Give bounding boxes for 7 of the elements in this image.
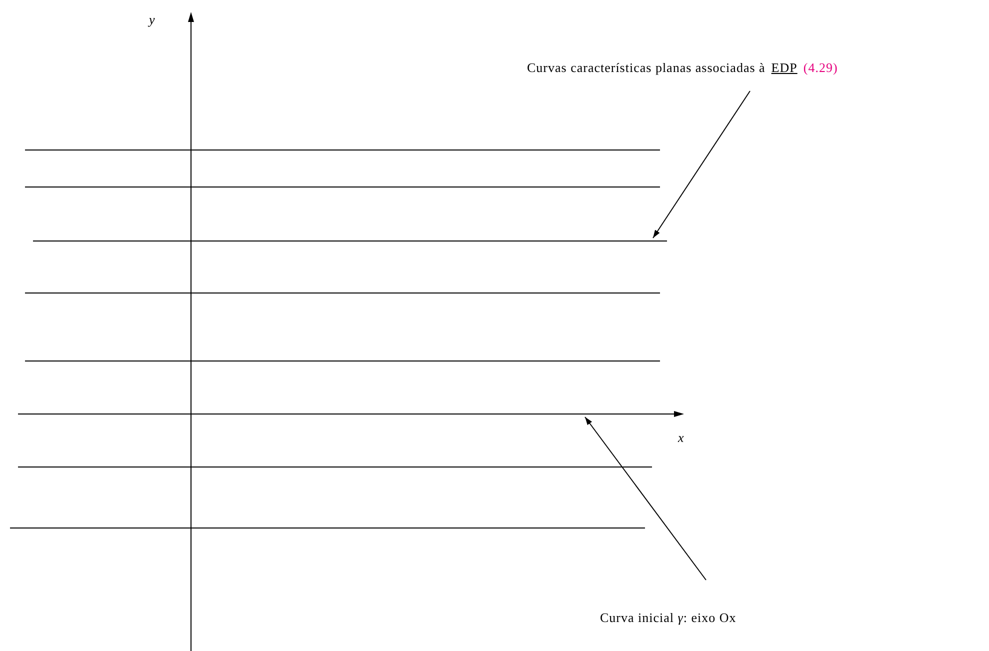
callout-text: Curva inicial γ: eixo Ox (600, 608, 736, 628)
axis-label: x (678, 429, 684, 447)
leader-arrow (652, 90, 750, 238)
axis-label: y (149, 11, 155, 29)
x-axis (18, 410, 684, 418)
callout-text: Curvas características planas associadas à EDP (4.29) (527, 58, 838, 78)
leader-arrow (584, 416, 706, 580)
